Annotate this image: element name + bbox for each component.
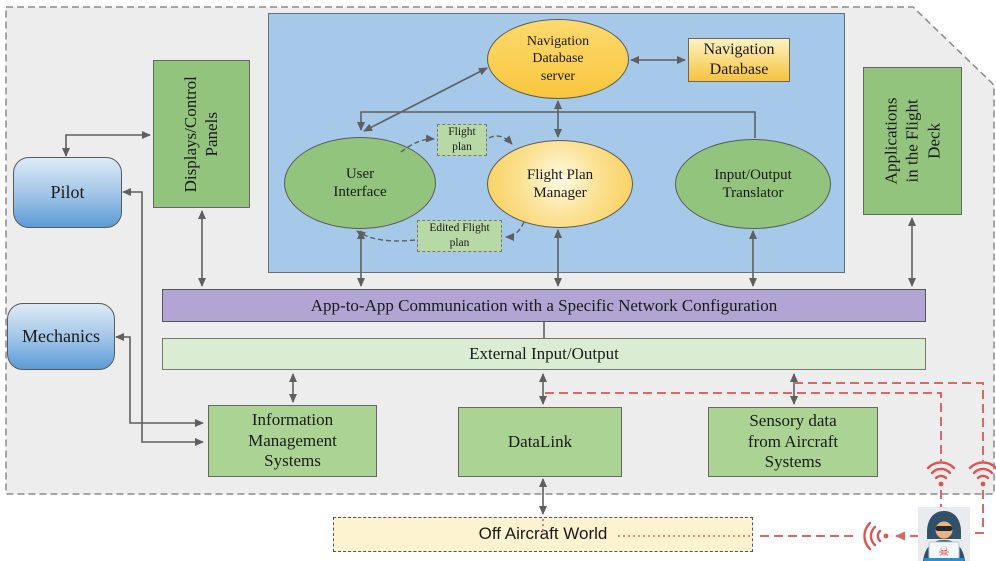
flight-plan-manager-node: Flight Plan Manager <box>487 140 633 228</box>
user-interface-node: User Interface <box>284 137 436 229</box>
navigation-database-node: Navigation Database <box>688 38 790 82</box>
wifi-signal-icon <box>968 461 996 487</box>
pilot-label: Pilot <box>50 181 85 202</box>
edited-flight-plan-data-box: Edited Flight plan <box>417 220 502 252</box>
input-output-translator-label: Input/Output Translator <box>714 166 792 201</box>
mechanics-label: Mechanics <box>22 325 100 346</box>
off-aircraft-world-node: Off Aircraft World <box>333 517 753 552</box>
datalink-node: DataLink <box>458 407 622 477</box>
flight-plan-label: Flight plan <box>448 126 476 153</box>
datalink-label: DataLink <box>507 431 573 451</box>
edited-flight-plan-label: Edited Flight plan <box>429 222 490 249</box>
external-input-output-label: External Input/Output <box>469 344 619 363</box>
information-management-systems-node: Information Management Systems <box>208 405 377 477</box>
flight-plan-manager-label: Flight Plan Manager <box>526 166 594 201</box>
navigation-database-server-node: Navigation Database server <box>487 19 629 99</box>
external-input-output-bar: External Input/Output <box>162 338 926 370</box>
app-to-app-communication-bar: App-to-App Communication with a Specific… <box>162 289 926 322</box>
applications-flight-deck-label: Applications in the Flight Deck <box>881 97 944 185</box>
information-management-systems-label: Information Management Systems <box>248 409 337 471</box>
app-to-app-communication-label: App-to-App Communication with a Specific… <box>310 295 778 315</box>
sensory-data-node: Sensory data from Aircraft Systems <box>708 407 878 477</box>
user-interface-label: User Interface <box>333 165 387 200</box>
skull-icon: ☠ <box>938 545 950 560</box>
input-output-translator-node: Input/Output Translator <box>675 139 831 229</box>
navigation-database-server-label: Navigation Database server <box>526 34 590 84</box>
mechanics-node: Mechanics <box>7 303 115 370</box>
navigation-database-label: Navigation Database <box>703 41 775 78</box>
off-aircraft-world-label: Off Aircraft World <box>478 524 608 544</box>
displays-control-panels-label: Displays/Control Panels <box>181 75 222 193</box>
sensory-data-label: Sensory data from Aircraft Systems <box>747 410 839 472</box>
wifi-signal-icon <box>926 461 956 487</box>
pilot-node: Pilot <box>13 157 122 228</box>
displays-control-panels-node: Displays/Control Panels <box>153 60 250 208</box>
hacker-icon: ☠ <box>918 507 970 561</box>
wifi-signal-icon <box>863 521 889 551</box>
applications-flight-deck-node: Applications in the Flight Deck <box>863 67 962 215</box>
flight-plan-data-box: Flight plan <box>437 124 487 156</box>
